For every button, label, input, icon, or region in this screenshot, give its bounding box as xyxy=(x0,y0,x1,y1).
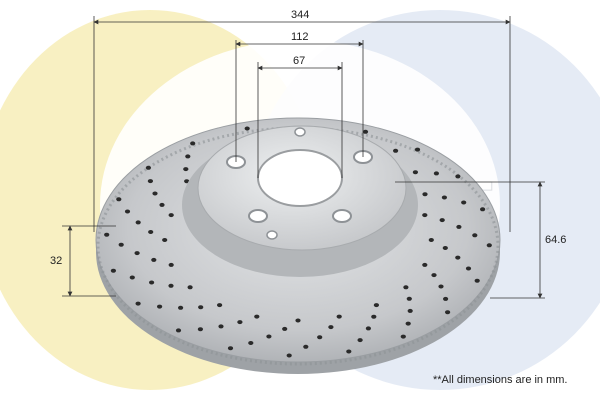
drill-hole xyxy=(403,285,409,290)
drill-hole xyxy=(438,284,444,289)
drill-hole xyxy=(227,346,234,351)
drill-holes xyxy=(104,126,492,358)
drill-hole xyxy=(443,296,449,301)
drill-hole xyxy=(346,349,352,354)
drill-hole xyxy=(152,191,158,196)
drill-hole xyxy=(455,174,461,179)
drill-hole xyxy=(183,167,189,172)
footnote-units: **All dimensions are in mm. xyxy=(433,374,568,386)
drill-hole xyxy=(129,275,135,280)
drill-hole xyxy=(135,301,141,306)
drill-hole xyxy=(442,246,448,250)
drill-hole xyxy=(168,213,174,218)
drill-hole xyxy=(286,353,292,358)
drill-hole xyxy=(124,209,131,214)
drill-hole xyxy=(422,192,428,197)
drill-hole xyxy=(362,129,369,134)
drill-hole xyxy=(486,243,492,248)
drill-hole xyxy=(190,141,196,146)
drill-hole xyxy=(393,148,399,153)
drill-hole xyxy=(168,262,174,267)
drill-hole xyxy=(175,328,182,333)
drill-hole xyxy=(428,238,434,242)
drill-hole xyxy=(266,334,272,339)
drill-hole xyxy=(168,283,174,288)
bolt-hole xyxy=(248,209,268,223)
drill-hole xyxy=(157,304,163,309)
drill-hole xyxy=(244,126,250,131)
drill-hole xyxy=(439,218,445,223)
drill-hole xyxy=(295,318,301,323)
drill-hole xyxy=(197,327,203,332)
drill-hole xyxy=(184,179,190,184)
drill-hole xyxy=(422,213,428,218)
drill-hole xyxy=(185,154,191,159)
drill-hole xyxy=(254,314,260,319)
drill-hole xyxy=(407,308,413,313)
dimension-lines xyxy=(62,16,545,299)
drill-hole xyxy=(365,326,371,331)
dim-label-bolt-circle: 112 xyxy=(291,31,309,43)
drill-hole xyxy=(187,285,193,290)
dim-label-center-bore: 67 xyxy=(293,55,306,67)
drill-hole xyxy=(406,296,412,301)
drill-hole xyxy=(217,303,223,308)
drill-hole xyxy=(461,200,467,205)
drill-hole xyxy=(151,257,157,262)
drill-hole xyxy=(147,179,153,184)
drill-hole xyxy=(218,324,224,329)
drill-hole xyxy=(431,273,437,278)
drill-hole xyxy=(328,325,334,330)
drill-hole xyxy=(400,334,406,339)
drill-hole xyxy=(474,278,480,283)
dim-label-height: 64.6 xyxy=(545,234,567,246)
small-hole xyxy=(294,127,306,137)
drill-hole xyxy=(472,233,478,238)
drill-hole xyxy=(433,171,439,176)
drill-hole xyxy=(148,230,154,234)
dim-label-thickness: 32 xyxy=(50,255,63,267)
drill-hole xyxy=(412,170,418,175)
drill-hole xyxy=(317,335,323,340)
center-bore xyxy=(257,149,343,207)
drill-hole xyxy=(145,165,151,170)
drill-hole xyxy=(116,197,122,202)
bolt-holes xyxy=(226,127,373,240)
small-hole xyxy=(266,230,278,240)
drill-hole xyxy=(118,242,124,247)
drill-hole xyxy=(104,232,110,237)
bolt-hole xyxy=(332,209,352,223)
drill-hole xyxy=(422,262,428,267)
drill-hole xyxy=(456,224,462,229)
drill-hole xyxy=(134,251,140,256)
drill-hole xyxy=(178,305,184,310)
drill-hole xyxy=(465,266,472,271)
drill-hole xyxy=(357,338,363,343)
drill-hole xyxy=(110,268,116,273)
drill-hole xyxy=(414,147,421,152)
drill-hole xyxy=(441,195,447,200)
drill-hole xyxy=(445,310,451,315)
drill-hole xyxy=(336,314,342,319)
drill-hole xyxy=(303,344,309,349)
drill-hole xyxy=(162,238,168,242)
dim-label-outer-diameter: 344 xyxy=(291,9,310,21)
drill-hole xyxy=(371,314,377,319)
drill-hole xyxy=(480,207,486,212)
drill-hole xyxy=(159,202,165,207)
drill-hole xyxy=(373,303,379,308)
drill-hole xyxy=(405,321,411,326)
drill-hole xyxy=(135,220,141,225)
drill-hole xyxy=(282,326,288,331)
drill-hole xyxy=(455,255,461,260)
drill-hole xyxy=(198,305,204,310)
drill-hole xyxy=(149,280,155,285)
drill-hole xyxy=(237,320,243,325)
drill-hole xyxy=(248,341,254,345)
